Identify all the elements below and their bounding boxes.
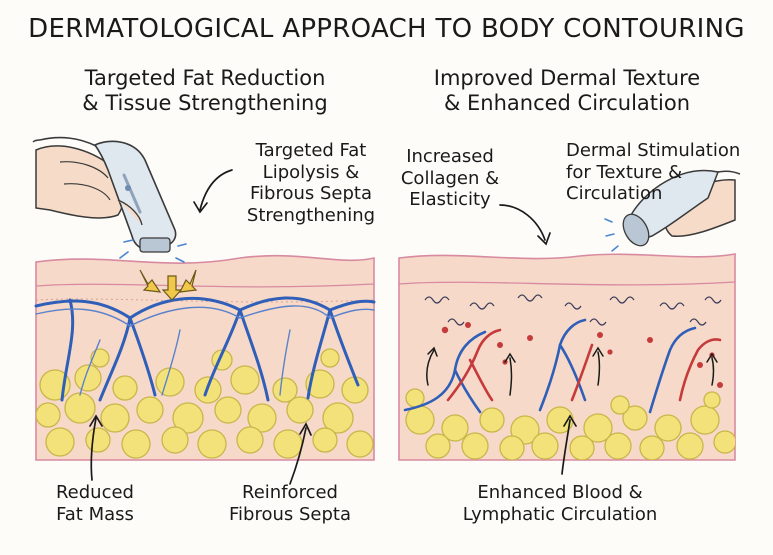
collagen-callout-line-2: Collagen & (400, 167, 500, 189)
right-heading-line-1: Improved Dermal Texture (433, 66, 701, 90)
collagen-callout-line-3: Elasticity (409, 189, 491, 211)
right-fat-cells (405, 388, 735, 460)
left-energy-arrows (139, 269, 198, 301)
reduced-fat-line-1: Reduced (55, 482, 134, 503)
right-callout-arrows (499, 204, 577, 475)
lipolysis-callout: Targeted Fat Lipolysis & Fibrous Septa S… (236, 140, 386, 226)
right-panel-heading: Improved Dermal Texture & Enhanced Circu… (399, 66, 735, 116)
lipolysis-callout-line-3: Fibrous Septa (249, 183, 372, 205)
lipolysis-callout-line-1: Targeted Fat (255, 140, 367, 161)
diagram-title: DERMATOLOGICAL APPROACH TO BODY CONTOURI… (28, 14, 745, 44)
reduced-fat-label: Reduced Fat Mass (40, 482, 150, 525)
stimulation-callout-line-3: Circulation (566, 183, 663, 205)
circulation-line-1: Enhanced Blood & (477, 482, 643, 503)
right-skin-cross-section (398, 169, 741, 475)
left-callout-arrows (89, 169, 312, 485)
circulation-line-2: Lymphatic Circulation (462, 503, 658, 525)
collagen-callout-line-1: Increased (406, 146, 494, 167)
left-skin-cross-section (32, 136, 376, 485)
collagen-callout: Increased Collagen & Elasticity (400, 146, 500, 211)
blood-cells (441, 322, 723, 388)
collagen-fibers (424, 294, 722, 326)
left-panel-heading: Targeted Fat Reduction & Tissue Strength… (36, 66, 374, 116)
stimulation-callout-line-2: for Texture & (566, 161, 683, 183)
left-heading-line-1: Targeted Fat Reduction (84, 66, 326, 90)
reduced-fat-line-2: Fat Mass (56, 503, 134, 525)
circulation-label: Enhanced Blood & Lymphatic Circulation (440, 482, 680, 525)
flow-arrows (426, 346, 718, 396)
right-heading-line-2: & Enhanced Circulation (443, 91, 691, 116)
left-fat-cells (36, 348, 374, 459)
lipolysis-callout-line-2: Lipolysis & (262, 161, 360, 183)
left-device-hand (32, 136, 187, 263)
stimulation-callout: Dermal Stimulation for Texture & Circula… (566, 140, 756, 205)
right-device-hand (604, 169, 741, 252)
lipolysis-callout-line-4: Strengthening (246, 204, 376, 226)
reinforced-septa-line-1: Reinforced (242, 482, 338, 503)
reinforced-septa-line-2: Fibrous Septa (228, 503, 351, 525)
stimulation-callout-line-1: Dermal Stimulation (566, 140, 741, 161)
left-heading-line-2: & Tissue Strengthening (82, 91, 328, 116)
reinforced-septa-label: Reinforced Fibrous Septa (215, 482, 365, 525)
vascular-network (403, 318, 722, 414)
